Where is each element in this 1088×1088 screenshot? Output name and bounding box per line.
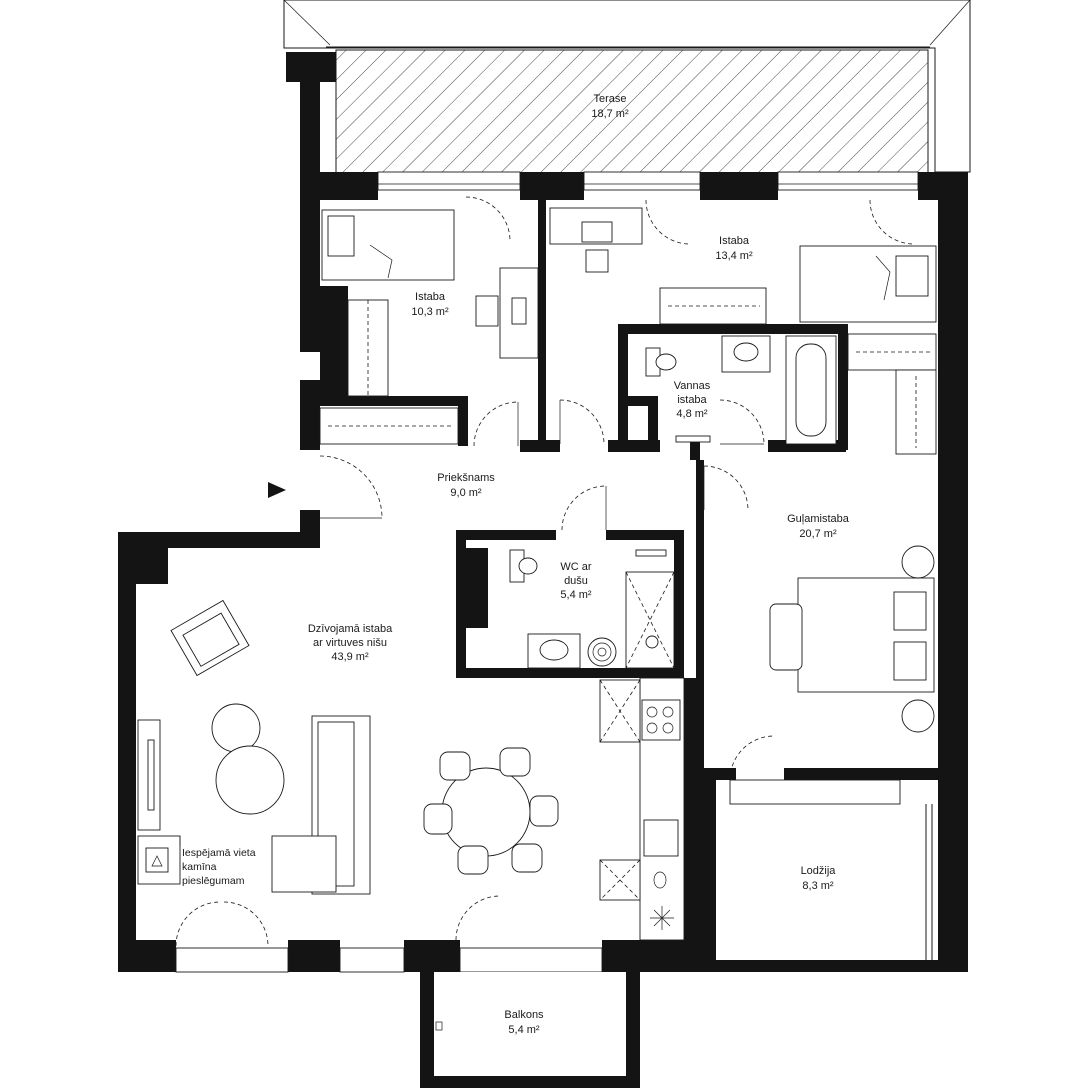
label-terrace: Terase 18,7 m²: [591, 93, 629, 120]
loggia-name: Lodžija: [801, 865, 837, 877]
master-name: Guļamistaba: [787, 513, 850, 525]
wardrobe-master: [847, 333, 937, 455]
label-master: Guļamistaba 20,7 m²: [787, 513, 850, 540]
desk-small: [475, 267, 539, 359]
bedroom-small-area: 10,3 m²: [411, 306, 449, 318]
bathroom-fixtures: [645, 335, 837, 445]
bedroom-small-name: Istaba: [415, 291, 446, 303]
armchair: [170, 599, 250, 677]
bed-small: [321, 209, 455, 281]
sofa: [271, 715, 371, 895]
kitchen-counter: [599, 677, 685, 941]
desk-mid: [549, 207, 643, 273]
master-area: 20,7 m²: [799, 528, 837, 540]
coffee-tables: [211, 703, 285, 815]
label-living: Dzīvojamā istaba ar virtuves nišu 43,9 m…: [308, 623, 393, 663]
living-area: 43,9 m²: [331, 651, 369, 663]
living-line1: Dzīvojamā istaba: [308, 623, 393, 635]
wc-area: 5,4 m²: [560, 589, 592, 601]
wc-line1: WC ar: [560, 561, 592, 573]
living-line2: ar virtuves nišu: [313, 637, 387, 649]
balcony-area: 5,4 m²: [508, 1024, 540, 1036]
wardrobe-small: [319, 299, 459, 445]
label-hallway: Priekšnams 9,0 m²: [437, 472, 495, 499]
note-line3: pieslēgumam: [182, 875, 245, 887]
wc-fixtures: [509, 549, 675, 669]
hallway-area: 9,0 m²: [450, 487, 482, 499]
dining-set: [423, 747, 559, 875]
walls: [118, 52, 968, 1088]
bed-mid: [799, 245, 937, 323]
bathroom-line1: Vannas: [674, 380, 711, 392]
wc-line2: dušu: [564, 575, 588, 587]
wardrobe-mid: [659, 287, 767, 325]
balcony: [434, 972, 626, 1076]
terrace: [283, 0, 971, 176]
bedroom-mid-name: Istaba: [719, 235, 750, 247]
tv-unit: [137, 719, 161, 831]
hallway-name: Priekšnams: [437, 472, 495, 484]
doors: [175, 196, 915, 947]
label-bathroom: Vannas istaba 4,8 m²: [674, 380, 711, 420]
terrace-area: 18,7 m²: [591, 108, 629, 120]
windows: [175, 171, 919, 973]
fireplace-icon: [145, 847, 169, 873]
note-line1: Iespējamā vieta: [182, 847, 256, 859]
bathroom-area: 4,8 m²: [676, 408, 708, 420]
bedroom-mid-area: 13,4 m²: [715, 250, 753, 262]
label-bedroom-mid: Istaba 13,4 m²: [715, 235, 753, 262]
loggia: [925, 804, 933, 960]
label-balcony: Balkons 5,4 m²: [504, 1009, 544, 1036]
bed-master: [769, 545, 935, 733]
label-wc: WC ar dušu 5,4 m²: [560, 561, 592, 601]
bathroom-line2: istaba: [677, 394, 707, 406]
fireplace-note: Iespējamā vieta kamīna pieslēgumam: [182, 847, 256, 887]
loggia-area: 8,3 m²: [802, 880, 834, 892]
label-loggia: Lodžija 8,3 m²: [801, 865, 837, 892]
label-bedroom-small: Istaba 10,3 m²: [411, 291, 449, 318]
entrance-arrow-icon: [268, 482, 286, 498]
note-line2: kamīna: [182, 861, 217, 873]
balcony-name: Balkons: [504, 1009, 544, 1021]
terrace-name: Terase: [593, 93, 626, 105]
